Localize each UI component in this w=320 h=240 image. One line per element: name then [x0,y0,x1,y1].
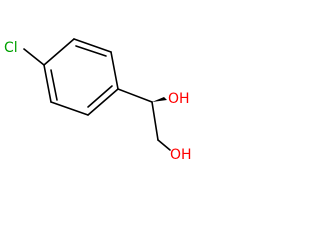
c-c-bond [151,101,159,141]
ring-bond [87,88,119,116]
ring-double-bond [87,85,113,108]
structure-diagram: Cl OH OH [4,38,192,163]
c-oh-bond [157,139,171,151]
ring-to-carbinol-bond [117,88,153,103]
ring-bond [73,38,112,53]
ring-bond [43,38,75,66]
hydroxyl-label-upper: OH [168,91,190,107]
ring-bond [43,64,52,103]
ring-bond [110,51,119,90]
c-cl-bond [23,48,45,66]
ring-bond [50,101,89,116]
ring-double-bond [50,69,58,101]
ring-double-bond [75,45,107,57]
hydroxyl-label-lower: OH [170,147,192,163]
wedge-bond [152,97,167,102]
chlorine-label: Cl [4,40,18,56]
molecule-drawing: Cl OH OH [4,38,192,163]
